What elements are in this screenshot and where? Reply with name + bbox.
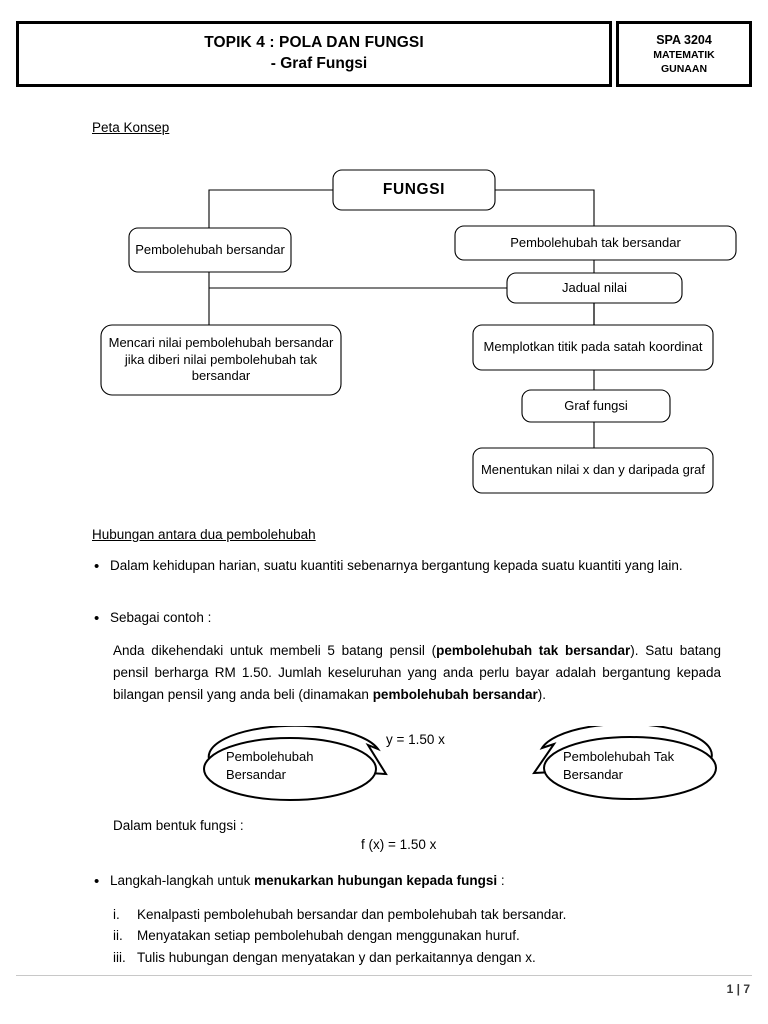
step-number: iii. [113, 949, 126, 965]
bullet-item-3-text: Langkah-langkah untuk menukarkan hubunga… [110, 871, 505, 893]
header-title-cell: TOPIK 4 : POLA DAN FUNGSI - Graf Fungsi [16, 21, 612, 87]
bullet-item-1-text: Dalam kehidupan harian, suatu kuantiti s… [110, 558, 683, 573]
bullet-item-2: • Sebagai contoh : [92, 608, 492, 630]
bullet-item-3: • Langkah-langkah untuk menukarkan hubun… [92, 871, 652, 893]
step-label: Tulis hubungan dengan menyatakan y dan p… [137, 949, 536, 965]
callout-svg [203, 722, 717, 801]
step-label: Menyatakan setiap pembolehubah dengan me… [137, 928, 520, 944]
example-paragraph-part-1: Anda dikehendaki untuk membeli 5 batang … [113, 643, 437, 658]
document-header: TOPIK 4 : POLA DAN FUNGSI - Graf Fungsi … [16, 21, 752, 87]
course-code: SPA 3204 [656, 32, 712, 47]
node-graf-fungsi-box [521, 389, 671, 423]
list-item: ii. Menyatakan setiap pembolehubah denga… [113, 925, 713, 946]
node-pembolehubah-tak-bersandar-box [454, 225, 737, 261]
example-paragraph-bold-2: pembolehubah bersandar [372, 686, 538, 702]
concept-map-heading: Peta Konsep [92, 120, 170, 135]
node-jadual-nilai-box [506, 272, 683, 304]
bullet-3-suffix: : [497, 873, 505, 888]
course-subject-line-2: GUNAAN [660, 63, 708, 76]
step-label: Kenalpasti pembolehubah bersandar dan pe… [137, 907, 567, 922]
bullet-dot-icon: • [94, 873, 100, 890]
example-paragraph-part-2: ). Satu batang pensil berharga RM 1.50. … [113, 643, 722, 702]
concept-map-svg [100, 169, 737, 494]
relation-formula: y = 1.50 x [386, 732, 445, 747]
example-paragraph-bold-1: pembolehubah tak bersandar [436, 643, 631, 658]
course-subject-line-1: MATEMATIK [653, 48, 715, 61]
node-pembolehubah-bersandar-box [128, 227, 292, 273]
function-form-label: Dalam bentuk fungsi : [113, 818, 244, 833]
bullet-3-prefix: Langkah-langkah untuk [110, 873, 255, 888]
node-fungsi-box [332, 169, 496, 211]
steps-list: i. Kenalpasti pembolehubah bersandar dan… [113, 904, 713, 968]
list-item: iii. Tulis hubungan dengan menyatakan y … [113, 947, 713, 968]
header-title-line-2: - Graf Fungsi [270, 55, 368, 72]
relation-section-heading: Hubungan antara dua pembolehubah [92, 527, 316, 542]
node-memplotkan-titik-box [472, 324, 714, 371]
node-mencari-nilai-box [100, 324, 342, 396]
bullet-item-2-text: Sebagai contoh : [110, 610, 212, 625]
bullet-dot-icon: • [94, 558, 100, 575]
step-number: i. [113, 907, 120, 922]
example-paragraph: Anda dikehendaki untuk membeli 5 batang … [113, 640, 721, 706]
bullet-dot-icon: • [94, 610, 100, 627]
step-number: ii. [113, 928, 123, 944]
bullet-3-bold: menukarkan hubungan kepada fungsi [254, 873, 498, 888]
bullet-item-1: • Dalam kehidupan harian, suatu kuantiti… [92, 556, 722, 578]
page-number: 1 | 7 [726, 982, 750, 996]
node-menentukan-nilai-box [472, 447, 714, 494]
header-title-line-1: TOPIK 4 : POLA DAN FUNGSI [204, 34, 424, 52]
callout-left-oval [203, 737, 377, 801]
footer-divider [16, 975, 752, 976]
callout-group: y = 1.50 x Pembolehubah Bersandar Pembol… [190, 722, 730, 808]
edge-fungsi-to-bersandar [208, 189, 333, 228]
function-formula: f (x) = 1.50 x [361, 837, 437, 852]
header-course-cell: SPA 3204 MATEMATIK GUNAAN [616, 21, 752, 87]
list-item: i. Kenalpasti pembolehubah bersandar dan… [113, 904, 713, 925]
callout-right-oval [543, 736, 717, 800]
concept-map-diagram: FUNGSI Pembolehubah bersandar Pembolehub… [0, 100, 768, 520]
example-paragraph-part-3: ). [537, 686, 546, 702]
